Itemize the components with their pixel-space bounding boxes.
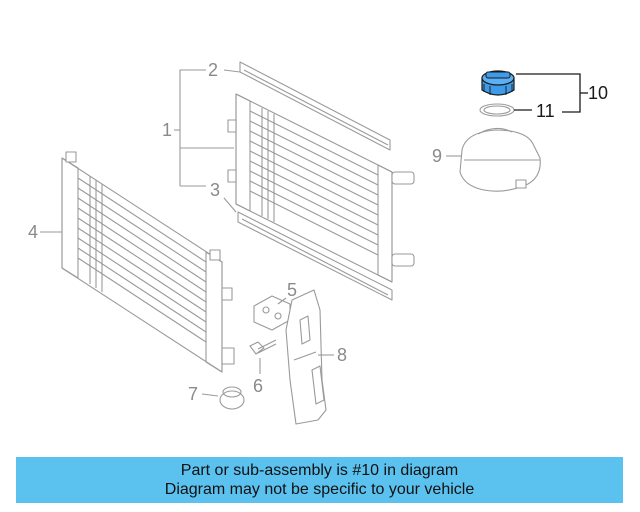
callout-1: 1	[162, 120, 172, 140]
callout-10: 10	[588, 83, 608, 103]
expansion-tank-cap	[481, 70, 515, 96]
callout-11: 11	[536, 101, 555, 121]
banner-line-part: Part or sub-assembly is #10 in diagram	[180, 462, 459, 479]
callout-6: 6	[253, 376, 263, 396]
callout-5: 5	[287, 280, 297, 300]
radiator-main	[227, 93, 415, 283]
callout-7: 7	[188, 384, 198, 404]
callout-3: 3	[210, 180, 220, 200]
grommet	[219, 386, 245, 410]
expansion-tank	[459, 127, 541, 192]
seal-strip-upper	[239, 61, 391, 151]
bolt	[249, 339, 277, 355]
info-banner: Part or sub-assembly is #10 in diagram D…	[16, 457, 623, 503]
mounting-bracket	[253, 295, 291, 331]
o-ring-seal-inner	[483, 105, 511, 115]
callout-2: 2	[208, 60, 218, 80]
radiator-front	[61, 151, 235, 373]
callout-9: 9	[432, 146, 442, 166]
leader-lines	[40, 69, 588, 397]
callout-8: 8	[337, 345, 347, 365]
banner-line-disclaimer: Diagram may not be specific to your vehi…	[164, 481, 475, 498]
seal-strip-lower	[237, 211, 393, 301]
callout-4: 4	[28, 222, 38, 242]
air-guide	[285, 289, 327, 425]
